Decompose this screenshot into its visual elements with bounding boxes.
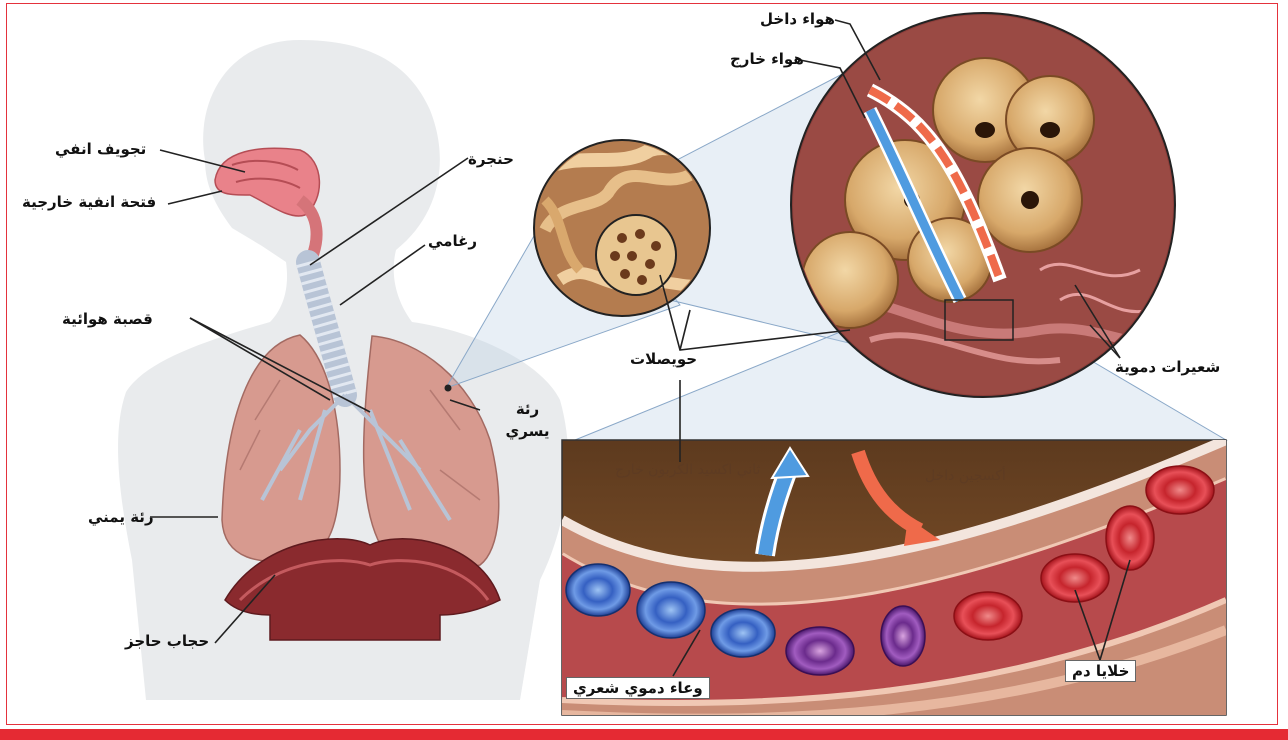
label-trachea: قصبة هوائية <box>62 310 153 328</box>
label-larynx: حنجرة <box>468 150 514 168</box>
alveoli-zoom <box>790 10 1180 400</box>
bottom-accent-bar <box>0 729 1288 740</box>
label-nasal-cavity: تجويف انفي <box>55 140 146 158</box>
label-diaphragm: حجاب حاجز <box>125 632 209 650</box>
label-o2-in: أكسجين داخل <box>925 468 1006 484</box>
label-blood-cells: خلايا دم <box>1065 660 1136 682</box>
label-blood-capillaries: شعيرات دموية <box>1115 358 1220 376</box>
label-air-in: هواء داخل <box>760 10 835 28</box>
label-right-lung: رئة يمني <box>88 508 154 526</box>
label-pharynx: رغامي <box>428 232 477 250</box>
label-alveoli: حويصلات <box>630 350 697 368</box>
lung-zoom-origin-dot <box>445 385 452 392</box>
label-co2-out: ثاني اكسيد الكربون خارج <box>615 462 760 478</box>
label-air-out: هواء خارج <box>730 50 804 68</box>
label-left-lung: رئة يسري <box>500 398 555 442</box>
label-nostril: فتحة انفية خارجية <box>22 193 156 211</box>
label-capillary-vessel: وعاء دموي شعري <box>566 677 710 699</box>
